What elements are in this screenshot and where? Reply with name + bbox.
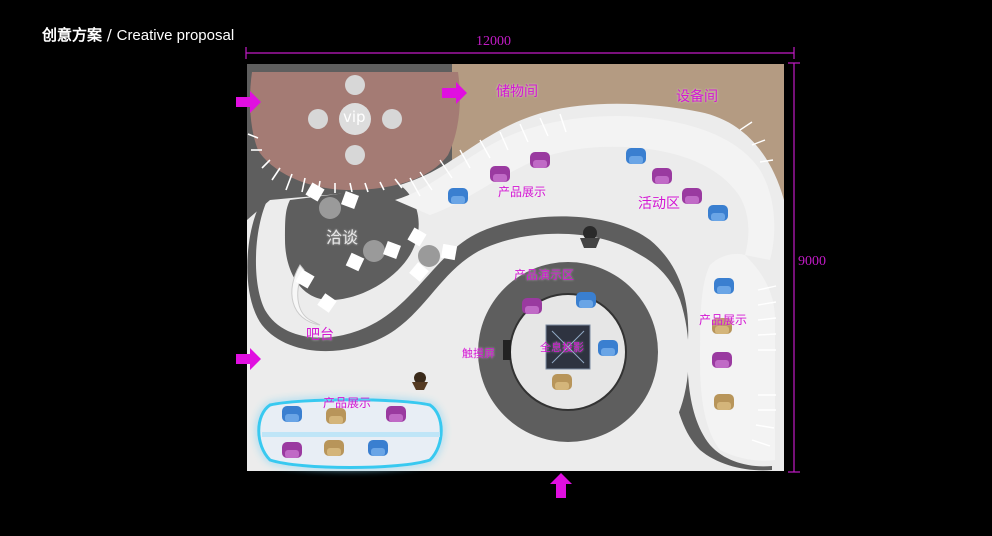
seat xyxy=(282,406,302,422)
negotiation-area-floor xyxy=(285,185,419,300)
vip-table xyxy=(339,103,371,135)
top-display-platform xyxy=(395,116,775,260)
visitor-body xyxy=(580,238,600,248)
zone-label-touchscreen: 触摸屏 xyxy=(462,347,495,360)
width-dimension-label: 12000 xyxy=(476,34,511,49)
page-title: 创意方案 / Creative proposal xyxy=(42,24,234,45)
negotiation-table xyxy=(418,245,440,267)
zone-label-demo: 产品演示区 xyxy=(514,268,575,282)
negotiation-table xyxy=(363,240,385,262)
seat xyxy=(576,292,596,308)
entry-arrows xyxy=(236,82,572,498)
title-en: Creative proposal xyxy=(116,27,235,44)
bar-stool xyxy=(317,293,337,313)
negotiation-chair xyxy=(409,262,429,282)
seat xyxy=(448,188,468,204)
seat xyxy=(282,442,302,458)
zone-label-product-display-right: 产品展示 xyxy=(699,313,748,327)
arrow-up-icon xyxy=(550,473,572,498)
display-island-counter xyxy=(262,432,440,437)
negotiation-chair xyxy=(341,191,359,209)
seat xyxy=(708,205,728,221)
title-separator: / xyxy=(102,26,117,44)
top-display-partition-lines xyxy=(409,113,774,197)
vip-chair xyxy=(382,109,402,129)
seat xyxy=(714,394,734,410)
vip-chair xyxy=(308,109,328,129)
seat xyxy=(652,168,672,184)
right-display-platform xyxy=(700,253,775,461)
seat xyxy=(326,408,346,424)
height-dimension-label: 9000 xyxy=(798,254,826,269)
vip-chair xyxy=(345,145,365,165)
zone-label-product-display-top: 产品展示 xyxy=(498,185,547,199)
zone-label-bar: 吧台 xyxy=(306,327,334,343)
touchscreen-panel xyxy=(503,340,511,360)
seat xyxy=(530,152,550,168)
right-display-partition-lines xyxy=(751,285,777,447)
seat xyxy=(522,298,542,314)
negotiation-chair xyxy=(383,241,401,259)
seat xyxy=(368,440,388,456)
negotiation-table xyxy=(319,197,341,219)
visitor-body xyxy=(412,382,428,390)
zone-label-negotiation: 洽谈 xyxy=(326,228,359,247)
seat xyxy=(490,166,510,182)
negotiation-chair xyxy=(407,227,427,247)
arrow-right-icon xyxy=(442,82,467,104)
seat xyxy=(552,374,572,390)
storage-equipment-area xyxy=(452,64,784,200)
seat xyxy=(626,148,646,164)
dimension-lines xyxy=(245,47,800,473)
title-cn: 创意方案 xyxy=(42,26,103,44)
seat xyxy=(598,340,618,356)
negotiation-furniture xyxy=(295,182,458,313)
negotiation-chair xyxy=(440,243,458,261)
negotiation-chair xyxy=(305,182,325,202)
seat xyxy=(682,188,702,204)
seat xyxy=(324,440,344,456)
zone-label-product-display-bottom: 产品展示 xyxy=(323,396,372,410)
vip-chair xyxy=(345,75,365,95)
seat xyxy=(712,352,732,368)
seat xyxy=(714,278,734,294)
visitors xyxy=(412,226,600,390)
zone-label-storage: 储物间 xyxy=(496,84,538,100)
seat xyxy=(386,406,406,422)
vip-table-set xyxy=(308,75,402,165)
bar-stool xyxy=(295,269,315,289)
seat xyxy=(712,318,732,334)
zone-label-hologram: 全息投影 xyxy=(540,341,584,354)
zone-label-equipment: 设备间 xyxy=(676,89,718,105)
negotiation-chair xyxy=(345,252,365,272)
hologram-beam xyxy=(551,330,585,364)
visitor xyxy=(414,372,426,384)
zone-label-vip: vip xyxy=(343,108,366,126)
display-seats xyxy=(282,148,734,458)
arrow-right-icon xyxy=(236,91,261,113)
visitor xyxy=(583,226,597,240)
arrow-right-icon xyxy=(236,348,261,370)
zone-label-activity: 活动区 xyxy=(638,196,680,212)
